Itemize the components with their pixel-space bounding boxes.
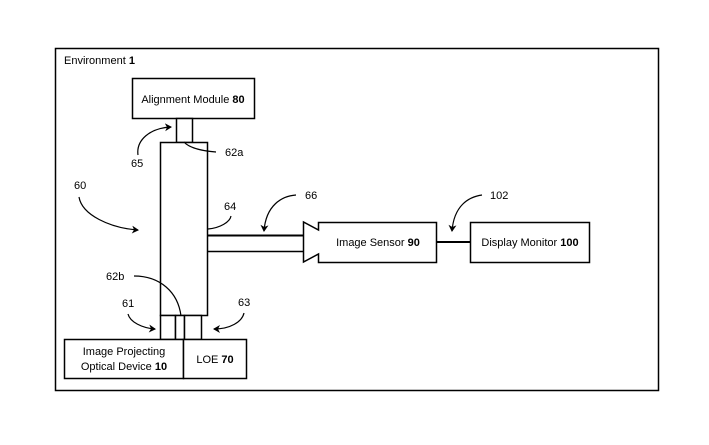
ref-62a: 62a	[225, 147, 244, 159]
loe-box	[182, 338, 248, 380]
leader-62a	[183, 141, 217, 153]
image-projecting-label-line2: Optical Device 10	[81, 361, 167, 373]
ref-63: 63	[238, 297, 250, 309]
ref-62b: 62b	[106, 271, 124, 283]
arrow-66	[260, 194, 297, 232]
display-monitor-box	[469, 221, 591, 264]
bottom-connector-mid	[174, 314, 186, 341]
bottom-connector-right	[183, 314, 203, 341]
ref-66: 66	[305, 190, 317, 202]
image-projecting-label-line1: Image Projecting	[83, 346, 166, 358]
loe-label: LOE 70	[196, 354, 233, 366]
bottom-connector-left	[159, 314, 177, 341]
arrow-63	[213, 312, 245, 333]
arrow-65	[137, 123, 172, 156]
image-sensor-label: Image Sensor 90	[336, 237, 420, 249]
arrow-60	[78, 196, 139, 234]
display-monitor-label: Display Monitor 100	[481, 237, 578, 249]
ref-61: 61	[122, 298, 134, 310]
leader-62b	[133, 275, 182, 317]
ref-102: 102	[490, 190, 508, 202]
environment-frame	[54, 47, 660, 392]
arrow-102	[448, 194, 483, 232]
ref-65: 65	[131, 158, 143, 170]
alignment-module-label: Alignment Module 80	[141, 94, 244, 106]
ref-64: 64	[224, 201, 236, 213]
alignment-module-box	[131, 77, 256, 120]
image-projecting-box	[63, 338, 185, 380]
environment-label: Environment 1	[64, 55, 135, 67]
waveguide-column	[159, 141, 209, 317]
top-connector	[175, 117, 194, 144]
arrow-61	[127, 313, 156, 333]
leader-64	[207, 215, 232, 230]
image-sensor-box	[302, 220, 438, 264]
ref-60: 60	[74, 180, 86, 192]
